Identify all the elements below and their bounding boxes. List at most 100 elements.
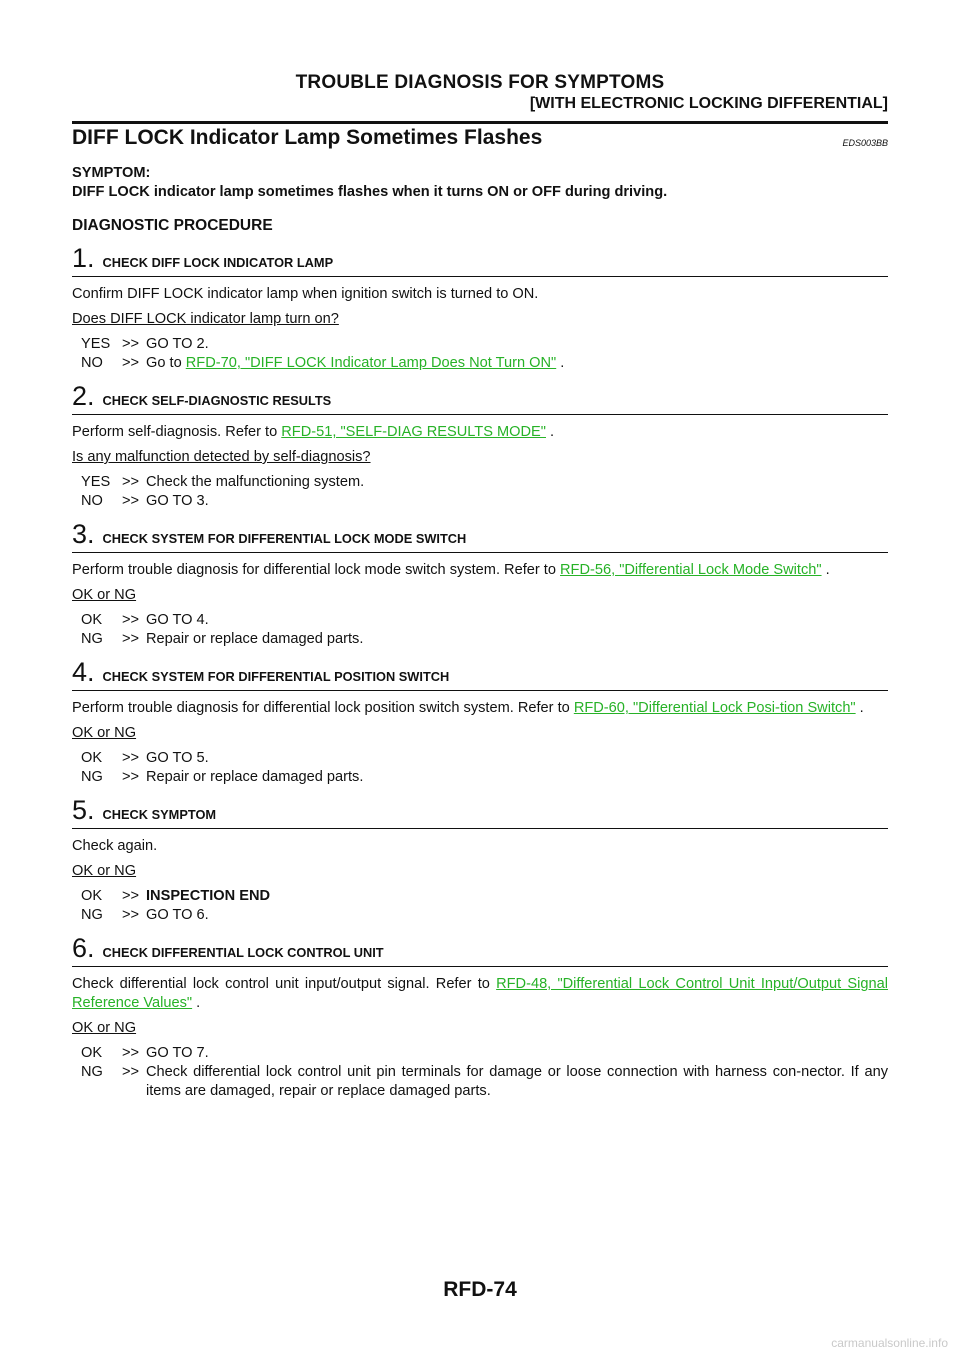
step-question: OK or NG [72,863,137,879]
answer-key: OK [81,1045,103,1061]
step-paragraph: Check differential lock control unit inp… [72,975,888,1013]
section-title: DIFF LOCK Indicator Lamp Sometimes Flash… [72,126,543,149]
step-title: CHECK DIFFERENTIAL LOCK CONTROL UNIT [102,945,384,960]
symptom-label: SYMPTOM: [72,165,151,181]
answer-text: GO TO 2. [146,336,209,352]
reference-link-rfd-60[interactable]: RFD-60, "Differential Lock Posi-tion Swi… [573,700,856,716]
para-pre: Check differential lock control unit inp… [72,976,497,992]
answer-row: YES >> Check the malfunctioning system. [81,473,888,492]
step-number: 5. [72,795,95,825]
answer-key: YES [81,474,111,490]
answer-text: GO TO 5. [146,750,209,766]
header-rule [72,121,888,124]
para-post: . [821,562,830,578]
reference-link-rfd-48[interactable]: RFD-48, "Differential Lock Control Unit … [72,976,888,1011]
answer-key: NO [81,493,103,509]
para-post: . [855,700,864,716]
step-header: 6. CHECK DIFFERENTIAL LOCK CONTROL UNIT [72,935,888,967]
answer-arrow: >> [122,1045,140,1061]
reference-link-rfd-51[interactable]: RFD-51, "SELF-DIAG RESULTS MODE" [281,424,546,440]
step-title: CHECK SYMPTOM [102,807,217,822]
reference-link-rfd-56[interactable]: RFD-56, "Differential Lock Mode Switch" [560,562,822,578]
step-header: 3. CHECK SYSTEM FOR DIFFERENTIAL LOCK MO… [72,521,888,553]
answer-arrow: >> [122,631,140,647]
answer-arrow: >> [122,612,140,628]
answer-row: NO >> Go to RFD-70, "DIFF LOCK Indicator… [81,354,888,373]
answer-text: Repair or replace damaged parts. [146,769,364,785]
step-number: 6. [72,933,95,963]
answer-arrow: >> [122,355,140,371]
step-question: OK or NG [72,1020,137,1036]
answer-row: OK >> GO TO 7. [81,1044,888,1063]
answer-arrow: >> [122,1064,140,1080]
step-question: Does DIFF LOCK indicator lamp turn on? [72,311,339,327]
answer-text: Repair or replace damaged parts. [146,631,364,647]
answer-key: OK [81,612,103,628]
reference-link-rfd-70[interactable]: RFD-70, "DIFF LOCK Indicator Lamp Does N… [185,355,557,371]
step-number: 4. [72,657,95,687]
para-pre: Perform self-diagnosis. Refer to [72,424,282,440]
answer-pre: Go to [146,355,186,371]
answer-row: YES >> GO TO 2. [81,335,888,354]
step-number: 3. [72,519,95,549]
step-title: CHECK SYSTEM FOR DIFFERENTIAL LOCK MODE … [102,531,467,546]
answer-row: NG >> Repair or replace damaged parts. [81,630,888,649]
answer-text: Go to RFD-70, "DIFF LOCK Indicator Lamp … [146,354,888,373]
answer-key: OK [81,750,103,766]
answer-text: GO TO 6. [146,907,209,923]
para-pre: Perform trouble diagnosis for differenti… [72,562,561,578]
para-pre: Perform trouble diagnosis for differenti… [72,700,574,716]
answer-arrow: >> [122,907,140,923]
answer-key: NG [81,1064,103,1080]
header-subtitle: [WITH ELECTRONIC LOCKING DIFFERENTIAL] [529,95,888,112]
para-post: . [192,995,201,1011]
answer-arrow: >> [122,769,140,785]
answer-row: OK >> GO TO 5. [81,749,888,768]
header-title: TROUBLE DIAGNOSIS FOR SYMPTOMS [295,72,665,93]
answer-key: NG [81,769,103,785]
answer-text: GO TO 4. [146,612,209,628]
procedure-heading: DIAGNOSTIC PROCEDURE [72,217,273,234]
answer-key: YES [81,336,111,352]
answer-key: OK [81,888,103,904]
answer-row: OK >> GO TO 4. [81,611,888,630]
answer-key: NG [81,907,103,923]
answer-text: GO TO 3. [146,493,209,509]
answer-arrow: >> [122,336,140,352]
answer-arrow: >> [122,888,140,904]
answer-row: OK >> INSPECTION END [81,887,888,906]
step-title: CHECK DIFF LOCK INDICATOR LAMP [102,255,334,270]
answer-text: INSPECTION END [146,888,271,904]
answer-key: NO [81,355,103,371]
step-question: Is any malfunction detected by self-diag… [72,449,371,465]
step-paragraph: Confirm DIFF LOCK indicator lamp when ig… [72,286,539,302]
answer-arrow: >> [122,750,140,766]
step-header: 5. CHECK SYMPTOM [72,797,888,829]
step-question: OK or NG [72,587,137,603]
answer-row: NG >> GO TO 6. [81,906,888,925]
step-header: 1. CHECK DIFF LOCK INDICATOR LAMP [72,245,888,277]
step-number: 2. [72,381,95,411]
step-paragraph: Perform self-diagnosis. Refer to RFD-51,… [72,423,888,442]
step-header: 2. CHECK SELF-DIAGNOSTIC RESULTS [72,383,888,415]
step-paragraph: Perform trouble diagnosis for differenti… [72,699,888,718]
step-title: CHECK SELF-DIAGNOSTIC RESULTS [102,393,332,408]
step-paragraph: Check again. [72,838,158,854]
step-number: 1. [72,243,95,273]
answer-text: GO TO 7. [146,1045,209,1061]
answer-text: Check differential lock control unit pin… [146,1064,888,1099]
answer-arrow: >> [122,493,140,509]
answer-post: . [556,355,565,371]
answer-row: NG >> Repair or replace damaged parts. [81,768,888,787]
step-question: OK or NG [72,725,137,741]
answer-arrow: >> [122,474,140,490]
step-header: 4. CHECK SYSTEM FOR DIFFERENTIAL POSITIO… [72,659,888,691]
answer-text: Check the malfunctioning system. [146,474,365,490]
content: SYMPTOM: DIFF LOCK indicator lamp someti… [72,164,888,1101]
step-paragraph: Perform trouble diagnosis for differenti… [72,561,888,580]
answer-key: NG [81,631,103,647]
answer-row: NG >> Check differential lock control un… [81,1063,888,1101]
page-number: RFD-74 [443,1278,517,1301]
document-code: EDS003BB [842,138,888,148]
